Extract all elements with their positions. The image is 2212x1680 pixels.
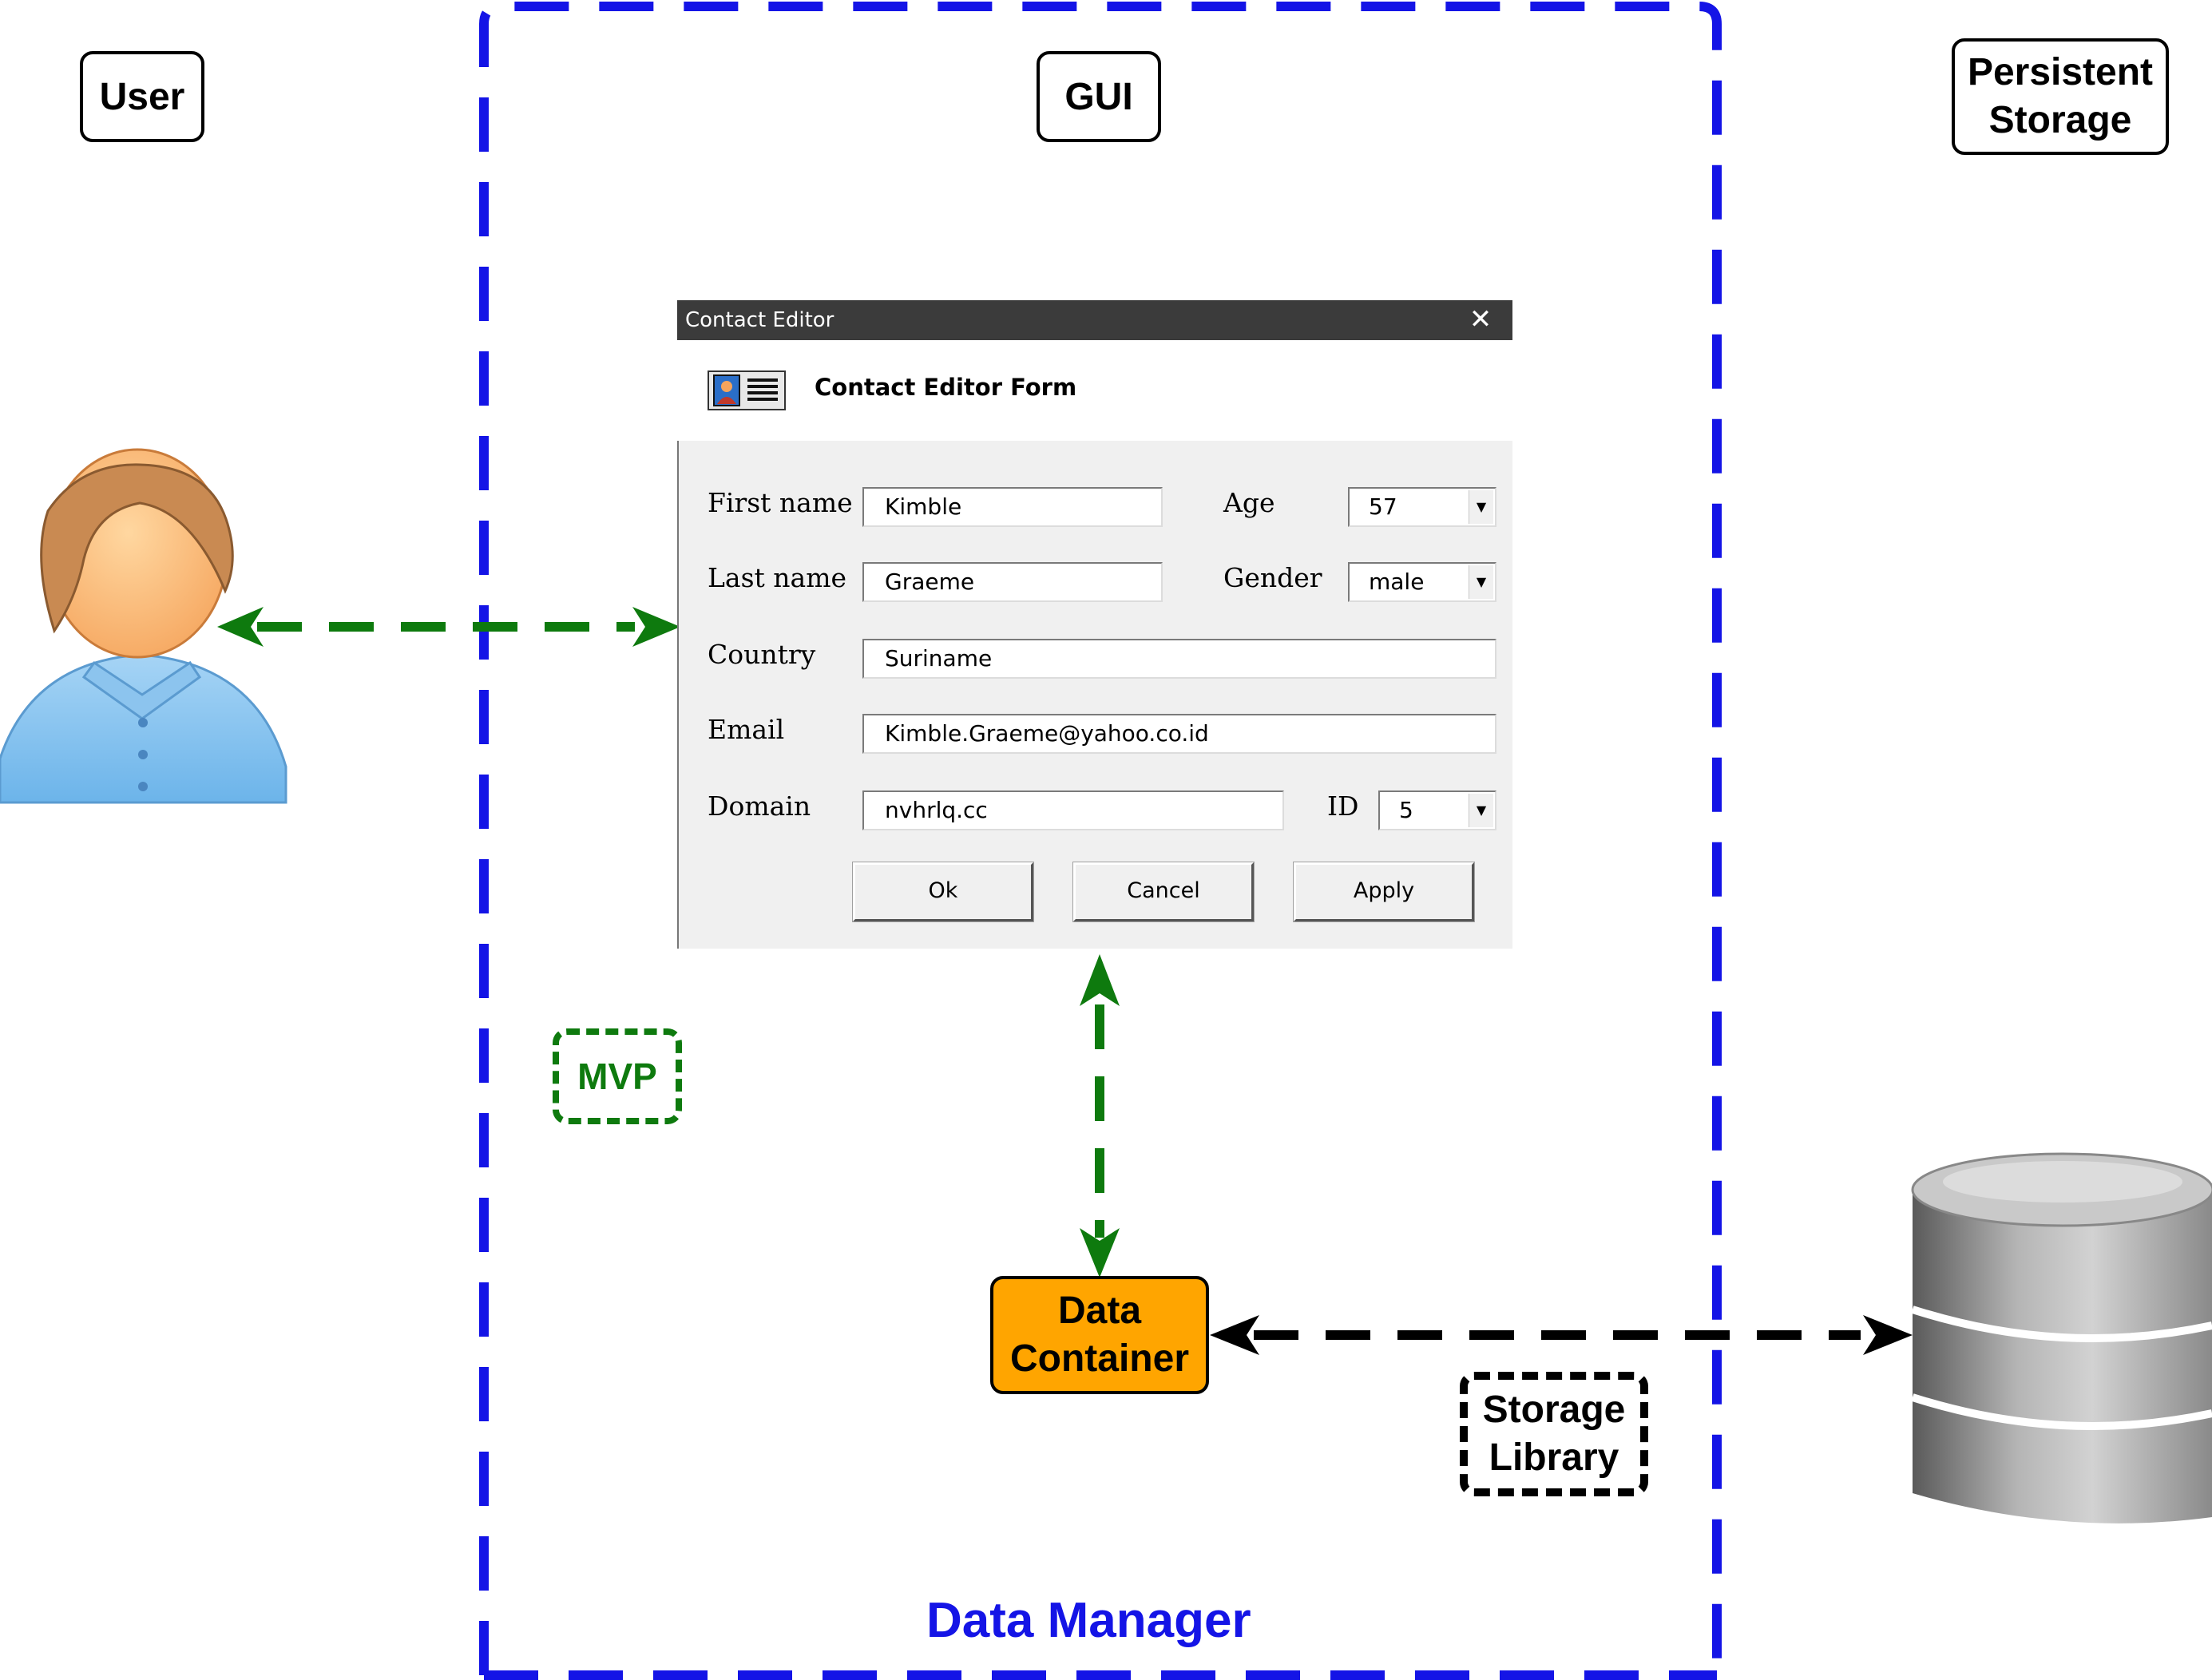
user-label: User — [80, 51, 204, 142]
persistent-storage-line2: Storage — [1988, 99, 2132, 141]
age-value: 57 — [1369, 493, 1397, 520]
dialog-header: Contact Editor Form — [677, 340, 1512, 441]
persistent-storage-line1: Persistent — [1967, 51, 2154, 93]
gender-label: Gender — [1223, 562, 1322, 593]
age-label: Age — [1223, 487, 1275, 518]
user-label-text: User — [99, 75, 185, 118]
contact-editor-dialog: Contact Editor ✕ Contact Editor Form Fir… — [677, 300, 1512, 949]
id-value: 5 — [1399, 797, 1413, 823]
arrowhead-down — [1080, 1228, 1120, 1278]
storage-library-line1: Storage — [1482, 1389, 1626, 1431]
gender-value: male — [1369, 569, 1425, 595]
dialog-window-title: Contact Editor — [685, 308, 834, 332]
persistent-storage-label: Persistent Storage — [1952, 38, 2169, 155]
apply-button[interactable]: Apply — [1293, 862, 1475, 922]
storage-library-label: Storage Library — [1460, 1372, 1648, 1496]
arrowhead-right — [632, 607, 680, 647]
arrowhead-left-storage — [1210, 1315, 1259, 1355]
data-manager-label: Data Manager — [926, 1593, 1251, 1648]
dropdown-arrow-icon[interactable]: ▼ — [1469, 565, 1493, 599]
cancel-button[interactable]: Cancel — [1072, 862, 1255, 922]
dropdown-arrow-icon[interactable]: ▼ — [1469, 490, 1493, 524]
email-input[interactable]: Kimble.Graeme@yahoo.co.id — [862, 714, 1496, 754]
arrowhead-left — [217, 607, 264, 647]
mvp-label: MVP — [553, 1028, 682, 1124]
dialog-title-bar[interactable]: Contact Editor ✕ — [677, 300, 1512, 340]
id-label: ID — [1327, 790, 1359, 822]
dialog-body: First name Last name Country Email Domai… — [677, 441, 1512, 949]
data-manager-boundary — [479, 2, 1722, 1675]
domain-input[interactable]: nvhrlq.cc — [862, 790, 1284, 830]
mvp-label-text: MVP — [577, 1056, 657, 1097]
age-select[interactable]: 57 ▼ — [1348, 487, 1496, 527]
dropdown-arrow-icon[interactable]: ▼ — [1469, 794, 1493, 827]
last-name-label: Last name — [708, 562, 847, 593]
last-name-input[interactable]: Graeme — [862, 562, 1163, 602]
email-label: Email — [708, 714, 785, 745]
data-container-line2: Container — [1009, 1337, 1189, 1380]
database-icon — [1911, 1152, 2212, 1523]
country-input[interactable]: Suriname — [862, 639, 1496, 679]
domain-label: Domain — [708, 790, 811, 822]
first-name-label: First name — [708, 487, 853, 518]
country-label: Country — [708, 639, 816, 670]
gui-label-text: GUI — [1064, 75, 1133, 118]
storage-library-line2: Library — [1489, 1436, 1619, 1479]
gui-label: GUI — [1037, 51, 1161, 142]
data-container-line1: Data — [1057, 1290, 1142, 1332]
gender-select[interactable]: male ▼ — [1348, 562, 1496, 602]
form-title: Contact Editor Form — [815, 374, 1077, 401]
close-icon[interactable]: ✕ — [1469, 303, 1493, 335]
id-select[interactable]: 5 ▼ — [1378, 790, 1496, 830]
user-avatar-icon — [0, 448, 287, 804]
first-name-input[interactable]: Kimble — [862, 487, 1163, 527]
arrowhead-right-storage — [1863, 1315, 1913, 1355]
contact-card-icon — [708, 370, 786, 410]
data-container-box: Data Container — [990, 1276, 1209, 1394]
arrowhead-up — [1080, 954, 1120, 1006]
ok-button[interactable]: Ok — [852, 862, 1034, 922]
